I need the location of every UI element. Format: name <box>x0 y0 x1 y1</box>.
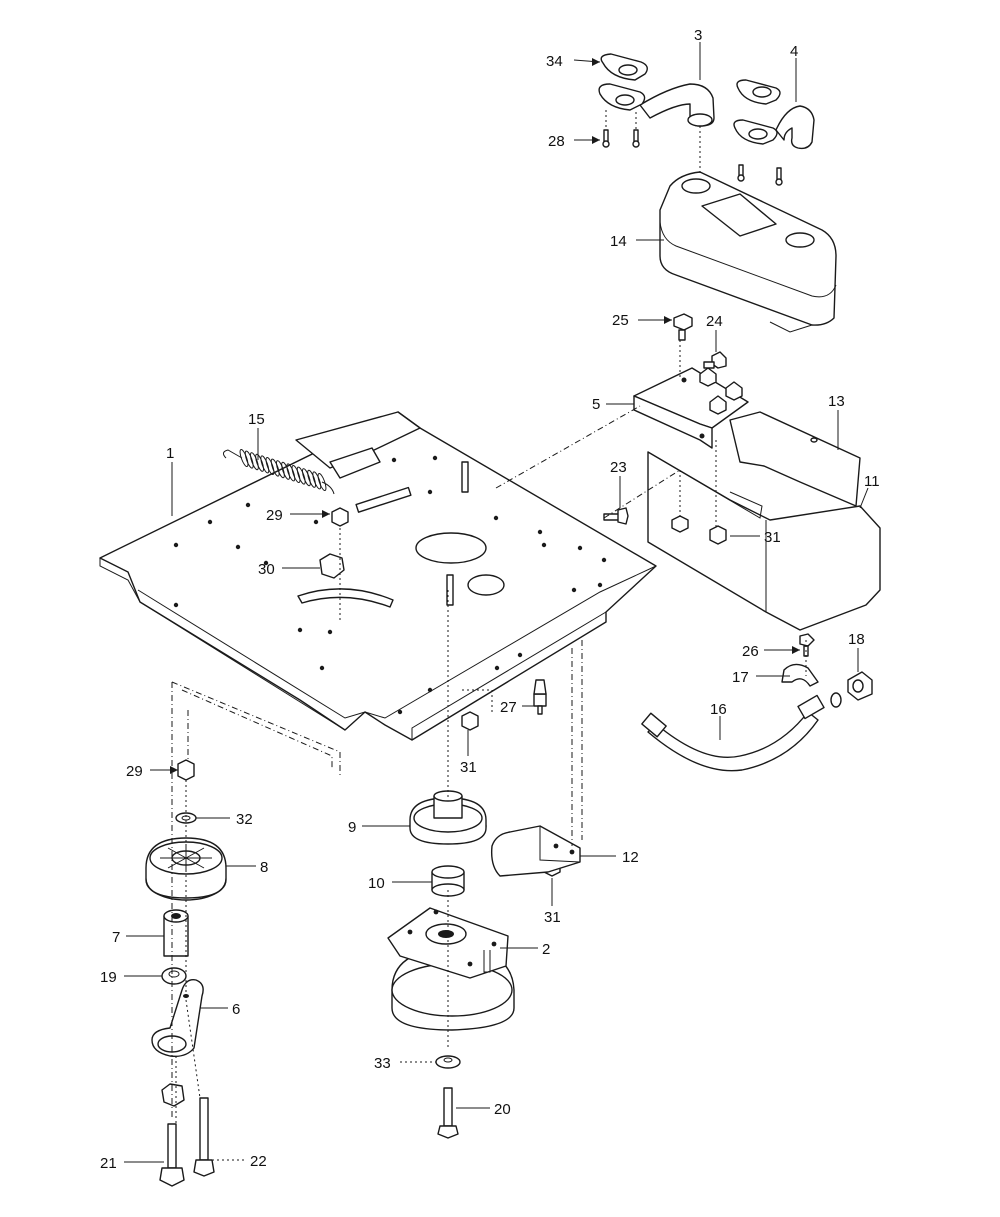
callout-18: 18 <box>848 631 865 648</box>
callout-13: 13 <box>828 393 845 410</box>
callout-34: 34 <box>546 53 563 70</box>
hose-16 <box>641 692 842 772</box>
pto-clutch-2 <box>387 907 515 1031</box>
spring-coil <box>265 456 275 476</box>
spring-coil <box>260 455 270 474</box>
callout-labels: 1 2 3 4 5 6 7 8 9 10 11 12 13 14 15 16 1… <box>100 27 880 1172</box>
callout-11: 11 <box>864 473 880 490</box>
callout-4: 4 <box>790 43 798 60</box>
spring-coil <box>275 460 285 479</box>
callout-16: 16 <box>710 701 727 718</box>
nut-29-lower <box>177 759 195 781</box>
deck-plate <box>99 411 657 741</box>
callout-14: 14 <box>610 233 627 250</box>
callout-2: 2 <box>542 941 550 958</box>
callout-31-bracket: 31 <box>544 909 561 926</box>
callout-6: 6 <box>232 1001 240 1018</box>
spring-coil <box>286 463 296 482</box>
spring-coil <box>249 452 259 471</box>
muffler-bolts-28 <box>602 129 783 186</box>
callout-25: 25 <box>612 312 629 329</box>
callout-3: 3 <box>694 27 702 44</box>
fitting-18 <box>847 671 873 701</box>
bushing-19 <box>161 967 187 985</box>
callout-30: 30 <box>258 561 275 578</box>
callout-8: 8 <box>260 859 268 876</box>
spring-coil <box>307 469 317 488</box>
callout-9: 9 <box>348 819 356 836</box>
callout-26: 26 <box>742 643 759 660</box>
callout-17: 17 <box>732 669 749 686</box>
gaskets-34 <box>598 53 781 145</box>
bushing-lower <box>161 1083 185 1107</box>
bolt-20 <box>437 1087 459 1139</box>
callout-19: 19 <box>100 969 117 986</box>
bolt-25 <box>673 313 693 341</box>
callout-15: 15 <box>248 411 265 428</box>
spring-coil <box>301 468 311 487</box>
pulley-9 <box>409 790 487 845</box>
bracket-12 <box>490 825 581 877</box>
callout-27: 27 <box>500 699 517 716</box>
sleeve-7 <box>163 909 189 957</box>
callout-1: 1 <box>166 445 174 462</box>
muffler-bracket-5 <box>633 367 749 449</box>
callout-24: 24 <box>706 313 723 330</box>
spring-coil <box>239 448 249 468</box>
bolt-23 <box>603 507 629 525</box>
leader-lines <box>124 42 869 1163</box>
heat-shield-13 <box>729 411 861 507</box>
phantom-lines <box>171 110 807 1124</box>
spring-coil <box>270 458 280 477</box>
exhaust-pipe-3 <box>639 83 715 127</box>
bolt-24 <box>703 351 727 369</box>
spacer-10 <box>431 865 465 897</box>
callout-31-right: 31 <box>764 529 781 546</box>
callout-31-center: 31 <box>460 759 477 776</box>
callout-5: 5 <box>592 396 600 413</box>
callout-23: 23 <box>610 459 627 476</box>
clamp-17 <box>781 663 819 687</box>
callout-29-upper: 29 <box>266 507 283 524</box>
spring-coil <box>317 472 327 492</box>
spring-coil <box>281 461 291 480</box>
callout-20: 20 <box>494 1101 511 1118</box>
callout-21: 21 <box>100 1155 117 1172</box>
muffler-14 <box>659 171 837 333</box>
heat-shield-11 <box>647 451 881 631</box>
callout-7: 7 <box>112 929 120 946</box>
callout-22: 22 <box>250 1153 267 1170</box>
bolt-27 <box>533 679 547 715</box>
arrowheads <box>170 58 800 774</box>
spring-coil <box>312 471 322 490</box>
callout-28: 28 <box>548 133 565 150</box>
bolt-26 <box>799 633 815 657</box>
spring-15 <box>222 448 335 495</box>
spring-coil <box>244 450 254 469</box>
idler-arm-6 <box>151 979 204 1058</box>
callout-32: 32 <box>236 811 253 828</box>
callout-10: 10 <box>368 875 385 892</box>
spring-coil <box>291 464 301 484</box>
spacer-30 <box>319 553 345 579</box>
nut-29-upper <box>331 507 349 527</box>
spring-coil <box>296 466 306 485</box>
exhaust-pipe-4 <box>775 105 815 150</box>
spring-coil <box>255 453 265 472</box>
washer-33 <box>435 1055 461 1069</box>
callout-29-lower: 29 <box>126 763 143 780</box>
bolt-21 <box>159 1123 185 1187</box>
callout-33: 33 <box>374 1055 391 1072</box>
callout-12: 12 <box>622 849 639 866</box>
bolt-22 <box>193 1097 215 1177</box>
